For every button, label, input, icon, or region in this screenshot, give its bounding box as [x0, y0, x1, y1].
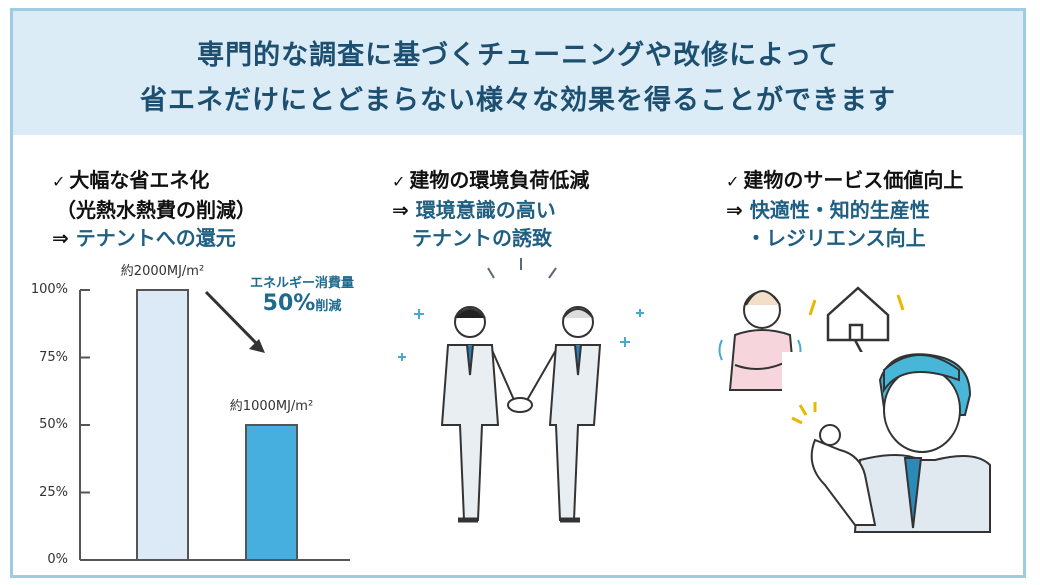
bar-data-label: 約1000MJ/m²	[229, 399, 314, 414]
benefit-heading: 建物のサービス価値向上	[743, 168, 964, 192]
ok-gesture-businessman-icon	[782, 352, 991, 533]
check-icon: ✓	[392, 172, 406, 191]
reduction-arrowhead	[249, 339, 265, 353]
annotation-percent: 50%	[262, 291, 316, 316]
benefit-service-value: ✓建物のサービス価値向上 ⇒ 快適性・知的生産性 ・レジリエンス向上	[726, 166, 963, 252]
benefit-heading: 建物の環境負荷低減	[409, 168, 590, 192]
header-band: 専門的な調査に基づくチューニングや改修によって 省エネだけにとどまらない様々な効…	[13, 11, 1023, 135]
title-line-1: 専門的な調査に基づくチューニングや改修によって	[197, 40, 839, 71]
benefit-energy-saving: ✓大幅な省エネ化 （光熱水熱費の削減） ⇒ テナントへの還元	[52, 166, 256, 252]
benefit-heading: 大幅な省エネ化	[69, 168, 210, 192]
check-icon: ✓	[726, 172, 740, 191]
annotation-label: エネルギー消費量	[249, 276, 354, 291]
reduction-arrow	[204, 290, 260, 347]
benefit-result: 快適性・知的生産性	[749, 198, 930, 222]
benefit-sub: （光熱水熱費の削減）	[56, 198, 256, 222]
arrow-icon: ⇒	[52, 226, 69, 250]
benefit-result: 環境意識の高い	[415, 198, 556, 222]
y-tick-label: 100%	[30, 282, 68, 297]
benefit-result: テナントへの還元	[75, 226, 236, 250]
slide-frame	[10, 8, 1026, 578]
y-tick-label: 0%	[47, 552, 68, 567]
bar-data-label: 約2000MJ/m²	[120, 264, 205, 279]
handshake-businessmen-icon	[398, 258, 644, 523]
arrow-icon: ⇒	[726, 198, 743, 222]
benefit-result: テナントの誘致	[412, 226, 552, 250]
cold-woman-icon	[718, 290, 802, 391]
check-icon: ✓	[52, 172, 66, 191]
annotation-suffix: 削減	[315, 299, 342, 314]
y-tick-label: 25%	[39, 484, 68, 500]
benefit-environment: ✓建物の環境負荷低減 ⇒ 環境意識の高い テナントの誘致	[392, 166, 589, 252]
arrow-icon: ⇒	[392, 198, 409, 222]
y-tick-label: 75%	[39, 349, 68, 365]
reduction-annotation: エネルギー消費量 50%削減	[232, 272, 372, 316]
title-line-2: 省エネだけにとどまらない様々な効果を得ることができます	[140, 85, 896, 116]
benefit-result: ・レジリエンス向上	[746, 226, 926, 250]
bar	[136, 289, 189, 561]
y-tick-label: 50%	[39, 417, 68, 432]
bar	[245, 424, 298, 561]
